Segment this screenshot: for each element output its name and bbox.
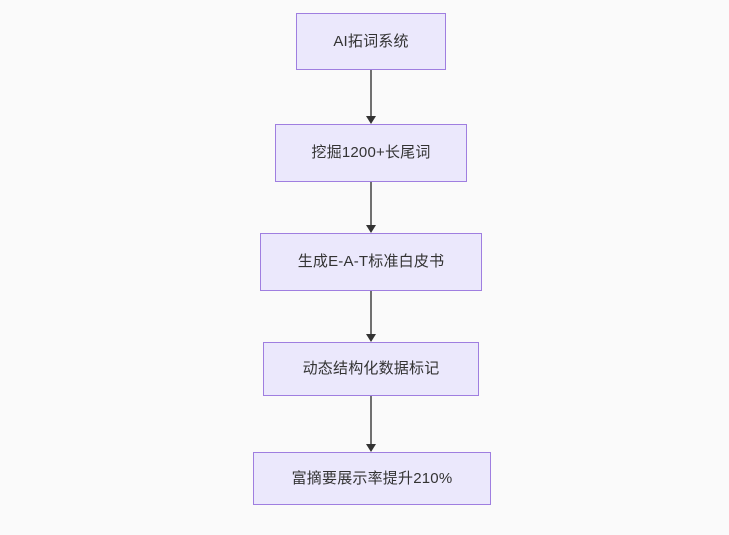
node-label: AI拓词系统 (333, 32, 409, 50)
arrowhead-icon (366, 334, 376, 342)
flowchart-node-eat-whitepaper[interactable]: 生成E-A-T标准白皮书 (260, 233, 482, 291)
node-label: 动态结构化数据标记 (302, 360, 440, 377)
edge-line (370, 396, 372, 444)
flowchart-node-rich-snippet-result[interactable]: 富摘要展示率提升210% (253, 452, 491, 505)
flowchart-node-ai-keyword-system[interactable]: AI拓词系统 (296, 13, 446, 70)
flowchart-node-structured-data-markup[interactable]: 动态结构化数据标记 (263, 342, 479, 396)
node-label: 生成E-A-T标准白皮书 (297, 253, 445, 270)
arrowhead-icon (366, 225, 376, 233)
edge-line (370, 70, 372, 116)
edge-line (370, 182, 372, 225)
node-label: 挖掘1200+长尾词 (311, 144, 431, 161)
arrowhead-icon (366, 116, 376, 124)
flowchart-node-longtail-keywords[interactable]: 挖掘1200+长尾词 (275, 124, 467, 182)
edge-line (370, 291, 372, 334)
node-label: 富摘要展示率提升210% (291, 469, 453, 487)
arrowhead-icon (366, 444, 376, 452)
